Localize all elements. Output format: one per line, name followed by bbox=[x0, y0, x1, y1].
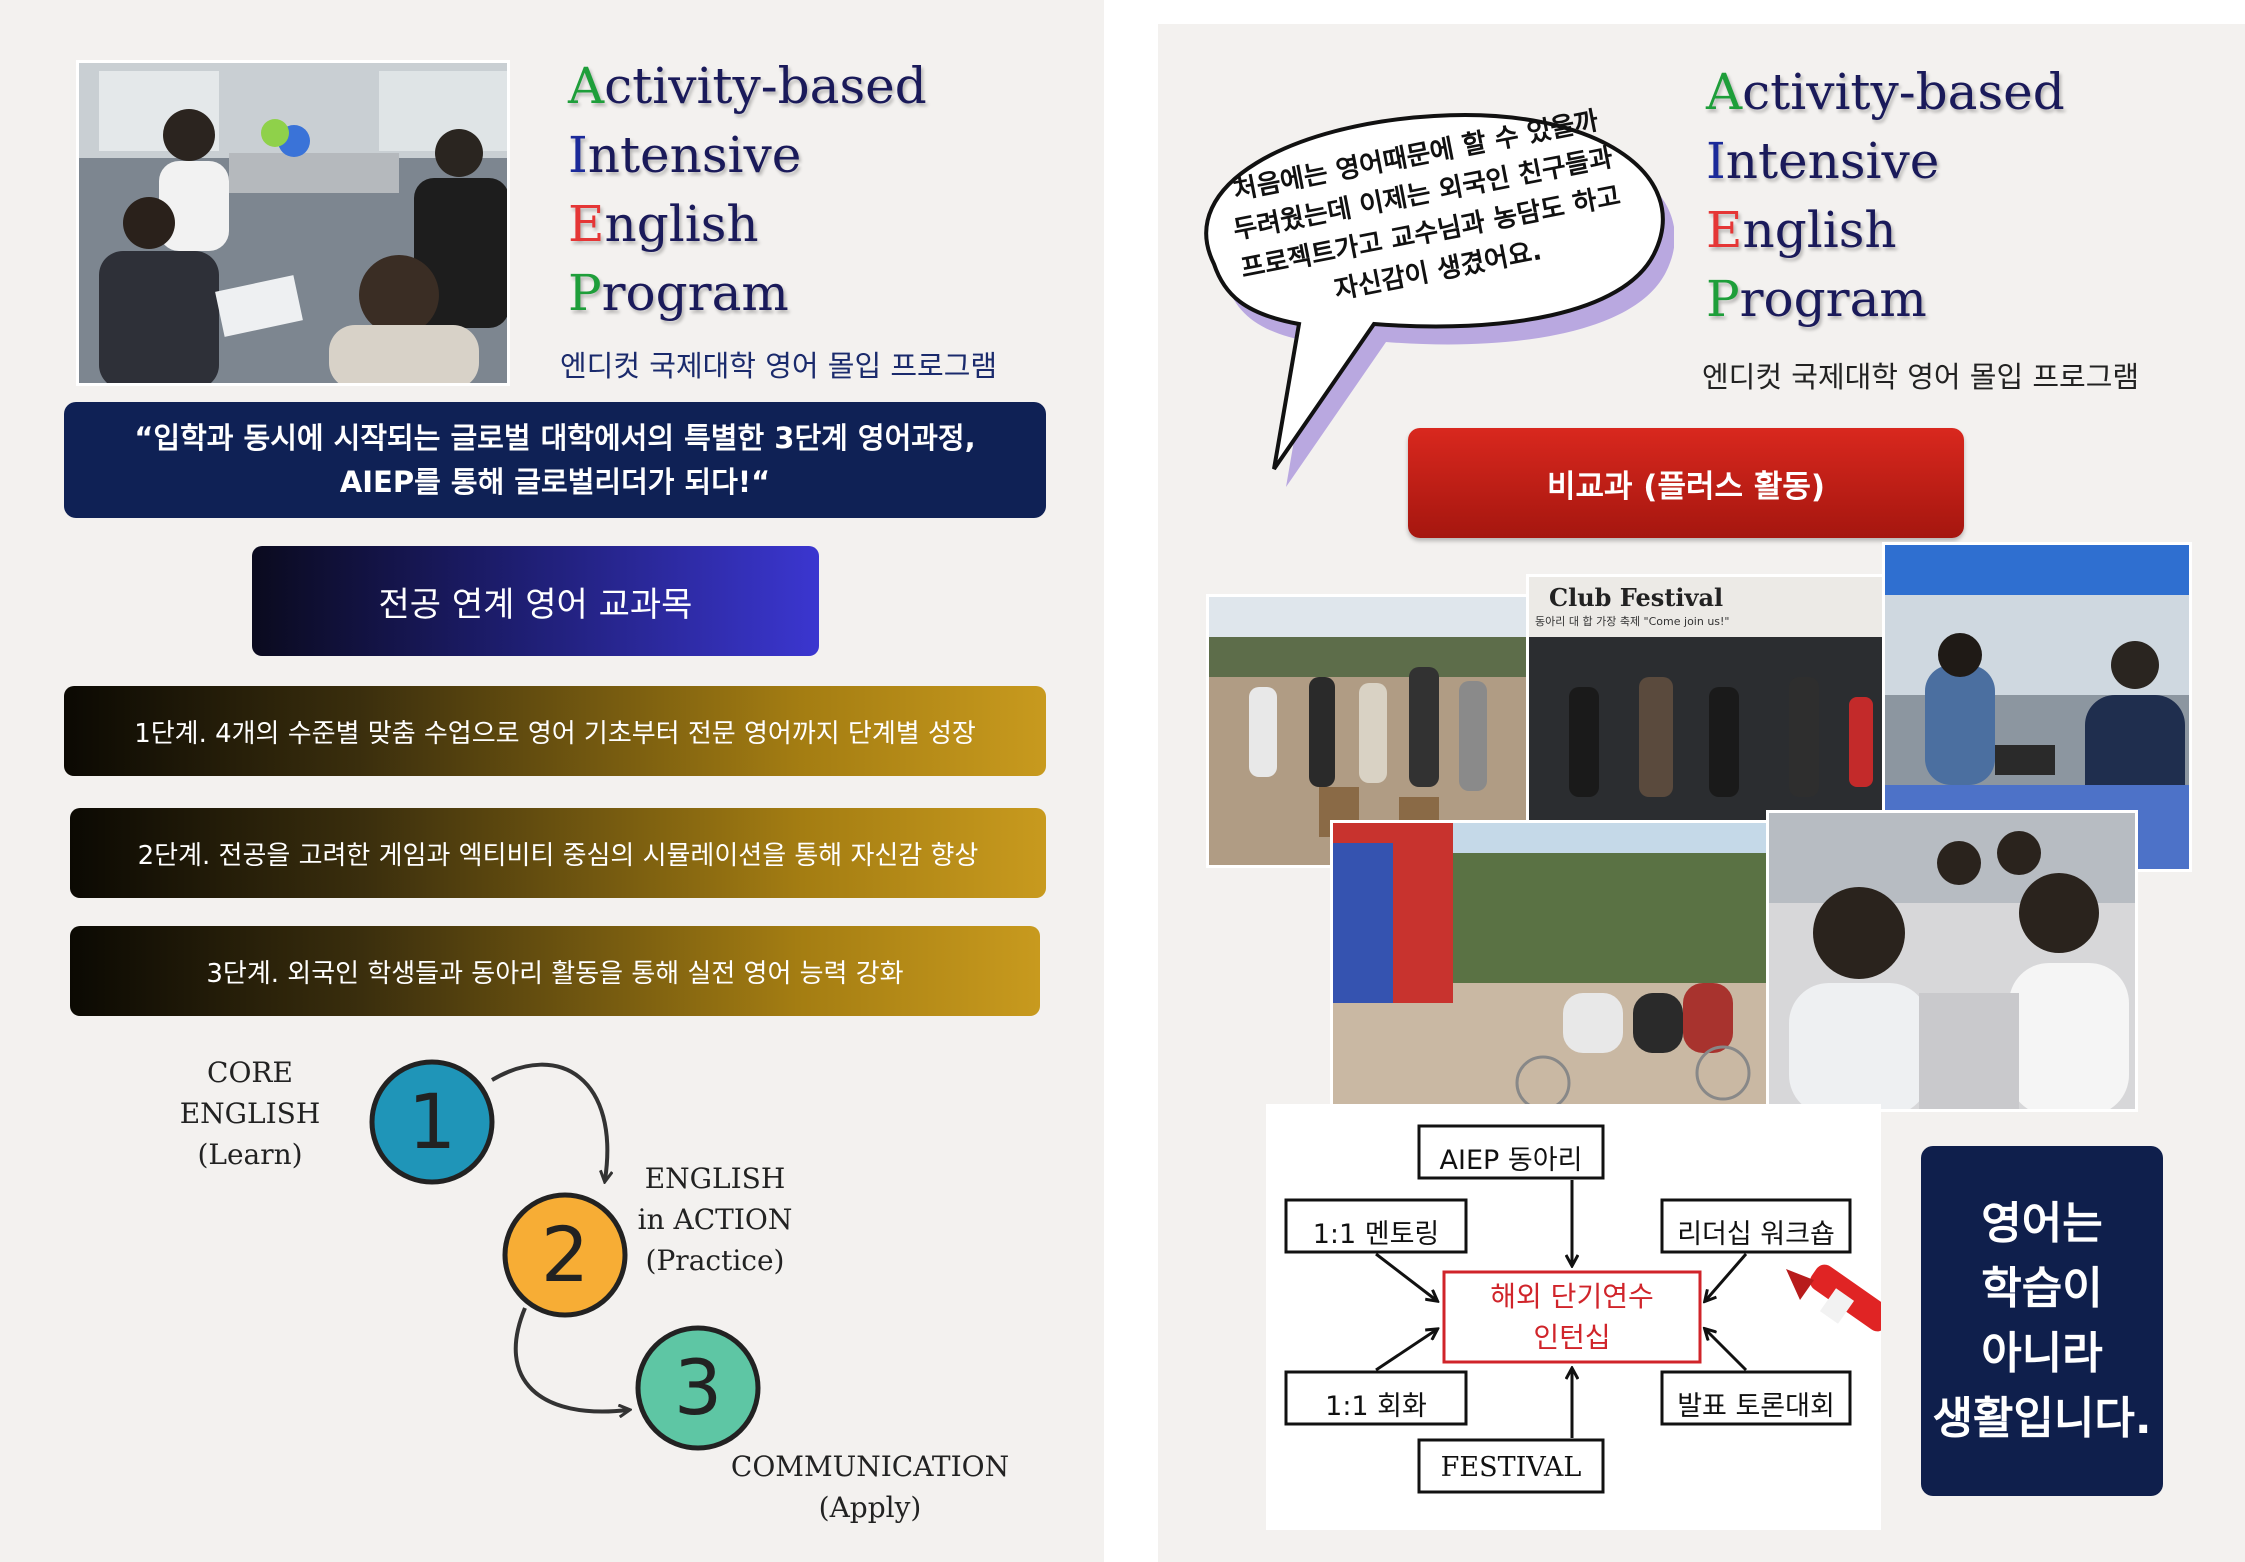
major-english-button[interactable]: 전공 연계 영어 교과목 bbox=[252, 546, 819, 656]
step-3-number: 3 bbox=[674, 1343, 722, 1432]
nonsubject-activity-button[interactable]: 비교과 (플러스 활동) bbox=[1408, 428, 1964, 538]
red-marker-icon bbox=[1786, 1264, 1881, 1332]
step-1-circle: 1 bbox=[369, 1059, 495, 1185]
diagram-debate: 발표 토론대회 bbox=[1677, 1391, 1835, 1422]
activity-diagram: AIEP 동아리 1:1 멘토링 리더십 워크숍 해외 단기연수 인턴십 1:1… bbox=[1266, 1104, 1881, 1530]
step-2-label: ENGLISH in ACTION (Practice) bbox=[637, 1162, 793, 1277]
stage-1-bar: 1단계. 4개의 수준별 맞춤 수업으로 영어 기초부터 전문 영어까지 단계별… bbox=[64, 686, 1046, 776]
stage-2-bar: 2단계. 전공을 고려한 게임과 엑티비티 중심의 시뮬레이션을 통해 자신감 … bbox=[70, 808, 1046, 898]
aiep-title: Activity-based Intensive English Program bbox=[568, 57, 927, 322]
step-1-number: 1 bbox=[408, 1077, 456, 1166]
step-3-label: COMMUNICATION (Apply) bbox=[730, 1450, 1010, 1524]
quote-banner: “입학과 동시에 시작되는 글로벌 대학에서의 특별한 3단계 영어과정, AI… bbox=[64, 402, 1046, 518]
quote-line-1: “입학과 동시에 시작되는 글로벌 대학에서의 특별한 3단계 영어과정, bbox=[134, 421, 976, 455]
speech-bubble bbox=[1204, 113, 1674, 487]
right-page: 처음에는 영어때문에 할 수 있을까 두려웠는데 이제는 외국인 친구들과 프로… bbox=[1158, 24, 2245, 1562]
step-1-label: CORE ENGLISH (Learn) bbox=[179, 1056, 321, 1171]
hula-hoop-game-photo bbox=[1330, 820, 1770, 1114]
step-2-number: 2 bbox=[541, 1210, 589, 1299]
students-table-photo bbox=[1766, 810, 2138, 1112]
club-festival-sign: Club Festival bbox=[1549, 583, 1724, 612]
diagram-festival: FESTIVAL bbox=[1440, 1452, 1582, 1483]
step-2-circle: 2 bbox=[502, 1192, 628, 1318]
learning-flow-diagram: 1 2 3 bbox=[369, 1059, 761, 1451]
quote-line-2: AIEP를 통해 글로벌리더가 되다!“ bbox=[339, 465, 771, 499]
diagram-conversation: 1:1 회화 bbox=[1325, 1391, 1427, 1422]
program-subtitle: 엔디컷 국제대학 영어 몰입 프로그램 bbox=[560, 349, 998, 383]
diagram-leadership: 리더십 워크숍 bbox=[1677, 1219, 1835, 1250]
club-festival-photo: Club Festival 동아리 대 합 가장 축제 "Come join u… bbox=[1526, 574, 1886, 824]
diagram-center: 해외 단기연수 인턴십 bbox=[1490, 1280, 1654, 1354]
club-festival-sign-sub: 동아리 대 합 가장 축제 "Come join us!" bbox=[1535, 615, 1730, 628]
diagram-mentoring: 1:1 멘토링 bbox=[1312, 1219, 1440, 1250]
step-3-circle: 3 bbox=[635, 1325, 761, 1451]
diagram-club: AIEP 동아리 bbox=[1439, 1145, 1583, 1176]
aiep-title-right: Activity-based Intensive English Program bbox=[1706, 63, 2065, 328]
stage-3-bar: 3단계. 외국인 학생들과 동아리 활동을 통해 실전 영어 능력 강화 bbox=[70, 926, 1040, 1016]
classroom-photo bbox=[76, 60, 510, 386]
motto-box: 영어는 학습이 아니라 생활입니다. bbox=[1921, 1146, 2163, 1496]
left-page: Activity-based Intensive English Program… bbox=[0, 0, 1104, 1562]
program-subtitle-right: 엔디컷 국제대학 영어 몰입 프로그램 bbox=[1702, 360, 2140, 394]
